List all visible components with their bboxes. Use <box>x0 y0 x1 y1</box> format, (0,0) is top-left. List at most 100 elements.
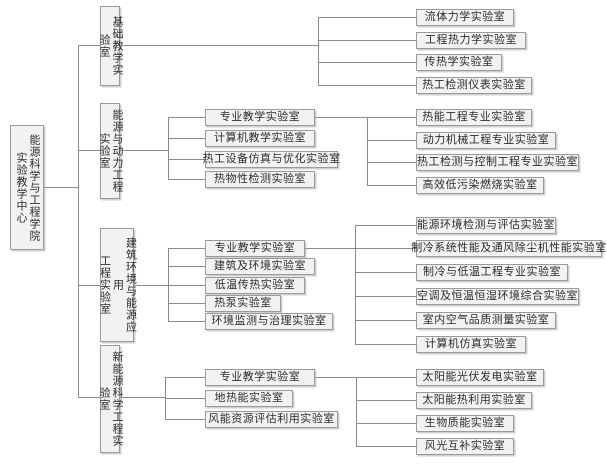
mid-node-label: 风能资源评估利用实验室 <box>208 413 335 425</box>
leaf-node: 制冷与低温工程专业实验室 <box>416 264 568 281</box>
leaf-node-label: 制冷与低温工程专业实验室 <box>423 266 561 278</box>
leaf-node-label: 计算机仿真实验室 <box>425 338 517 350</box>
connector-branch3-leafline <box>305 248 355 249</box>
connector-branch2-leaf-1 <box>367 117 416 118</box>
connector-branch4-leaf-4 <box>356 446 416 447</box>
connector-branch2-mid-4 <box>168 179 205 180</box>
connector-branch3-leaf-3 <box>355 272 416 273</box>
mid-node: 建筑及环境实验室 <box>205 258 315 275</box>
connector-branch3-mid-bus <box>168 248 169 321</box>
connector-root-stub <box>44 187 78 188</box>
leaf-node: 热工检测仪表实验室 <box>416 77 532 94</box>
connector-branch3-mid-3 <box>168 285 205 286</box>
mid-node: 热泵实验室 <box>205 295 281 312</box>
connector-branch1-leaf-3 <box>318 62 416 63</box>
connector-branch4-out <box>120 397 165 398</box>
root-node-label: 能源科学与工程学院 实验教学中心 <box>15 133 40 242</box>
connector-branch4-mid-2 <box>165 398 205 399</box>
leaf-node: 高效低污染燃烧实验室 <box>416 177 544 194</box>
mid-node: 环境监测与治理实验室 <box>205 313 333 330</box>
branch-node-3-label: 建筑环境与能源应用 工程实验室 <box>98 237 137 333</box>
branch-node-4-label: 新能源科学工程实验室 <box>98 351 123 447</box>
connector-branch3-mid-1 <box>168 248 205 249</box>
leaf-node: 太阳能热利用实验室 <box>416 392 532 409</box>
mid-node-label: 专业教学实验室 <box>219 371 301 383</box>
branch-node-1: 基础教学实验室 <box>98 6 123 86</box>
mid-node-label: 计算机教学实验室 <box>214 132 306 144</box>
root-node: 能源科学与工程学院 实验教学中心 <box>10 125 44 250</box>
mid-node-label: 热工设备仿真与优化实验室 <box>202 153 341 165</box>
leaf-node-label: 热工检测与控制工程专业实验室 <box>417 156 578 168</box>
connector-branch2-leafline <box>315 117 367 118</box>
leaf-node-label: 工程热力学实验室 <box>425 34 517 46</box>
mid-node-label: 环境监测与治理实验室 <box>211 315 327 327</box>
connector-main-spine <box>78 45 79 397</box>
leaf-node-label: 太阳能光伏发电实验室 <box>422 371 538 383</box>
connector-branch2-leaf-3 <box>367 162 416 163</box>
leaf-node: 计算机仿真实验室 <box>416 336 526 353</box>
connector-branch2-mid-bus <box>168 117 169 179</box>
leaf-node: 流体力学实验室 <box>416 9 514 26</box>
mid-node: 风能资源评估利用实验室 <box>205 411 338 428</box>
connector-branch3-mid-4 <box>168 303 205 304</box>
connector-branch3-leaf-2 <box>355 248 416 249</box>
leaf-node: 动力机械工程专业实验室 <box>416 132 556 149</box>
mid-node-label: 热物性检测实验室 <box>214 173 306 185</box>
connector-branch4-leaf-2 <box>356 400 416 401</box>
leaf-node: 空调及恒温恒湿环境综合实验室 <box>416 288 579 305</box>
leaf-node-label: 热工检测仪表实验室 <box>422 79 526 91</box>
leaf-node: 热能工程专业实验室 <box>416 109 532 126</box>
mid-node: 低温传热实验室 <box>205 277 305 294</box>
mid-node-label: 专业教学实验室 <box>219 111 301 123</box>
connector-branch4-leaf-bus <box>356 377 357 446</box>
connector-branch4-mid-3 <box>165 419 205 420</box>
leaf-node-label: 流体力学实验室 <box>424 11 506 23</box>
branch-node-1-label: 基础教学实验室 <box>98 16 123 76</box>
connector-branch2-leaf-4 <box>367 185 416 186</box>
leaf-node-label: 高效低污染燃烧实验室 <box>422 179 538 191</box>
branch-node-3: 建筑环境与能源应用 工程实验室 <box>98 228 137 342</box>
leaf-node: 风光互补实验室 <box>416 438 514 455</box>
connector-branch4-in <box>78 397 100 398</box>
mid-node: 专业教学实验室 <box>205 369 315 386</box>
leaf-node: 太阳能光伏发电实验室 <box>416 369 544 386</box>
connector-branch4-leaf-1 <box>356 377 416 378</box>
mid-node-label: 低温传热实验室 <box>214 279 296 291</box>
connector-branch2-in <box>78 150 100 151</box>
leaf-node: 能源环境检测与评估实验室 <box>416 217 556 234</box>
leaf-node: 工程热力学实验室 <box>416 32 526 49</box>
mid-node: 热工设备仿真与优化实验室 <box>202 151 341 168</box>
branch-node-2-label: 能源与动力工程实验室 <box>98 109 123 193</box>
branch-node-4: 新能源科学工程实验室 <box>98 345 123 453</box>
leaf-node-label: 生物质能实验室 <box>424 417 506 429</box>
connector-branch1-leaf-2 <box>318 40 416 41</box>
mid-node: 地热能实验室 <box>205 390 293 407</box>
connector-branch3-in <box>78 285 100 286</box>
mid-node-label: 建筑及环境实验室 <box>214 260 306 272</box>
mid-node-label: 专业教学实验室 <box>214 242 296 254</box>
connector-branch4-leafline <box>315 377 356 378</box>
connector-branch3-leaf-bus <box>355 225 356 344</box>
leaf-node-label: 制冷系统性能及通风除尘机性能实验室 <box>411 242 607 254</box>
leaf-node-label: 室内空气品质测量实验室 <box>422 314 550 326</box>
leaf-node: 制冷系统性能及通风除尘机性能实验室 <box>411 240 606 257</box>
connector-branch4-mid-1 <box>165 377 205 378</box>
connector-branch4-leaf-3 <box>356 423 416 424</box>
connector-branch2-mid-2 <box>168 138 205 139</box>
branch-node-2: 能源与动力工程实验室 <box>98 103 123 199</box>
leaf-node: 室内空气品质测量实验室 <box>416 312 556 329</box>
connector-branch3-leaf-4 <box>355 296 416 297</box>
leaf-node: 热工检测与控制工程专业实验室 <box>416 154 579 171</box>
leaf-node: 传热学实验室 <box>416 54 502 71</box>
connector-branch2-leaf-bus <box>367 117 368 185</box>
mid-node: 专业教学实验室 <box>205 109 315 126</box>
connector-branch3-leaf-6 <box>355 344 416 345</box>
mid-node-label: 地热能实验室 <box>214 392 284 404</box>
leaf-node: 生物质能实验室 <box>416 415 514 432</box>
connector-branch1-in <box>78 45 100 46</box>
connector-branch1-out <box>120 45 318 46</box>
connector-branch3-out <box>134 285 168 286</box>
leaf-node-label: 热能工程专业实验室 <box>422 111 526 123</box>
connector-branch1-bus <box>318 17 319 85</box>
